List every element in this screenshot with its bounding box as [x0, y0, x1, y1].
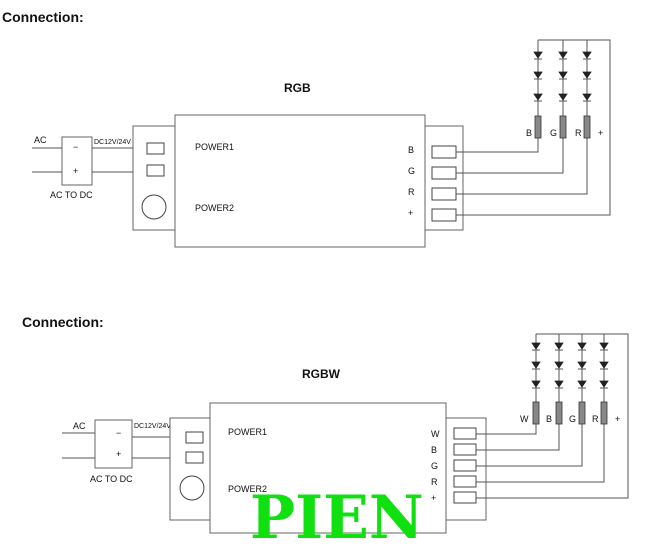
channel-label-g-top: G [408, 166, 415, 176]
power2-label-top: POWER2 [195, 203, 234, 213]
diode-icon [582, 71, 592, 80]
connection-heading-top: Connection: [2, 9, 84, 25]
resistor-icon [532, 401, 540, 425]
led-label-g-top: G [550, 128, 557, 138]
controller-body-rgb [174, 114, 426, 248]
led-label-plus-bottom: + [615, 414, 620, 424]
diode-icon [599, 361, 609, 370]
ac-to-dc-label-bottom: AC TO DC [90, 474, 133, 484]
adapter-plus-top: + [73, 166, 78, 176]
diode-icon [533, 71, 543, 80]
wire-g-top [456, 138, 564, 174]
adapter-plus-bottom: + [116, 449, 121, 459]
channel-label-plus-top: + [408, 208, 413, 218]
led-strings-top [533, 39, 592, 139]
led-label-r-bottom: R [592, 414, 599, 424]
output-terminal-plus-top [431, 208, 457, 222]
power-terminal-1-top [146, 142, 165, 155]
channel-label-w-bottom: W [431, 429, 440, 439]
output-terminal-g-top [431, 166, 457, 180]
diode-icon [531, 361, 541, 370]
adapter-minus-top: − [73, 142, 78, 152]
ac-label-top: AC [34, 135, 47, 145]
dc-voltage-label-bottom: DC12V/24V [134, 423, 171, 430]
channel-label-g-bottom: G [431, 461, 438, 471]
resistor-icon [583, 115, 591, 139]
power-terminal-1-bottom [185, 431, 204, 444]
power-jack-bottom [179, 475, 205, 501]
led-label-plus-top: + [598, 128, 603, 138]
wire-b-top [456, 138, 539, 153]
led-label-r-top: R [575, 128, 582, 138]
watermark-logo: PIEN [250, 483, 424, 553]
dc-voltage-label-top: DC12V/24V [94, 139, 131, 146]
rgb-section: Connection: RGB AC − + AC TO DC DC12V/24… [2, 9, 611, 248]
channel-label-b-bottom: B [431, 445, 437, 455]
wire-g-bottom [476, 424, 583, 467]
diode-icon [554, 380, 564, 389]
ac-dc-adapter-bottom [94, 419, 133, 469]
ac-to-dc-label-top: AC TO DC [50, 190, 93, 200]
channel-label-plus-bottom: + [431, 493, 436, 503]
resistor-icon [555, 401, 563, 425]
diagram-title-rgbw: RGBW [302, 367, 341, 381]
diode-icon [599, 380, 609, 389]
diode-icon [531, 380, 541, 389]
diode-icon [554, 361, 564, 370]
led-label-g-bottom: G [569, 414, 576, 424]
diode-icon [582, 93, 592, 102]
output-terminal-b-top [431, 145, 457, 159]
resistor-icon [559, 115, 567, 139]
power-terminal-2-bottom [185, 451, 204, 464]
rgbw-section: Connection: RGBW AC − + AC TO DC DC12V/2… [22, 314, 629, 534]
wire-r-bottom [476, 424, 605, 483]
adapter-minus-bottom: − [116, 428, 121, 438]
diode-icon [558, 51, 568, 60]
resistor-icon [534, 115, 542, 139]
channel-label-r-bottom: R [431, 477, 438, 487]
output-terminal-w-bottom [453, 427, 477, 440]
ac-label-bottom: AC [73, 421, 86, 431]
controller-body-rgbw [209, 402, 447, 534]
resistor-icon [600, 401, 608, 425]
power-jack-top [141, 194, 167, 220]
output-terminal-r-bottom [453, 475, 477, 488]
led-label-b-top: B [526, 128, 532, 138]
led-label-b-bottom: B [546, 414, 552, 424]
channel-label-b-top: B [408, 145, 414, 155]
output-terminal-plus-bottom [453, 491, 477, 504]
output-terminal-r-top [431, 187, 457, 201]
channel-label-r-top: R [408, 187, 415, 197]
diode-icon [599, 342, 609, 351]
connection-heading-bottom: Connection: [22, 314, 104, 330]
power1-label-bottom: POWER1 [228, 427, 267, 437]
ac-dc-adapter-top [61, 136, 93, 186]
diode-icon [554, 342, 564, 351]
wire-r-top [456, 138, 588, 195]
power1-label-top: POWER1 [195, 142, 234, 152]
diode-icon [577, 361, 587, 370]
wire-b-bottom [476, 424, 560, 451]
diagram-title-rgb: RGB [284, 81, 311, 95]
led-strings-bottom [531, 333, 609, 425]
diode-icon [533, 51, 543, 60]
output-terminal-g-bottom [453, 459, 477, 472]
output-terminal-b-bottom [453, 443, 477, 456]
led-label-w-bottom: W [520, 414, 529, 424]
diode-icon [533, 93, 543, 102]
resistor-icon [578, 401, 586, 425]
power-terminal-2-top [146, 164, 165, 177]
diode-icon [577, 342, 587, 351]
power2-label-bottom: POWER2 [228, 484, 267, 494]
wire-w-bottom [476, 424, 537, 435]
diode-icon [558, 93, 568, 102]
diode-icon [582, 51, 592, 60]
diode-icon [531, 342, 541, 351]
diode-icon [577, 380, 587, 389]
diode-icon [558, 71, 568, 80]
